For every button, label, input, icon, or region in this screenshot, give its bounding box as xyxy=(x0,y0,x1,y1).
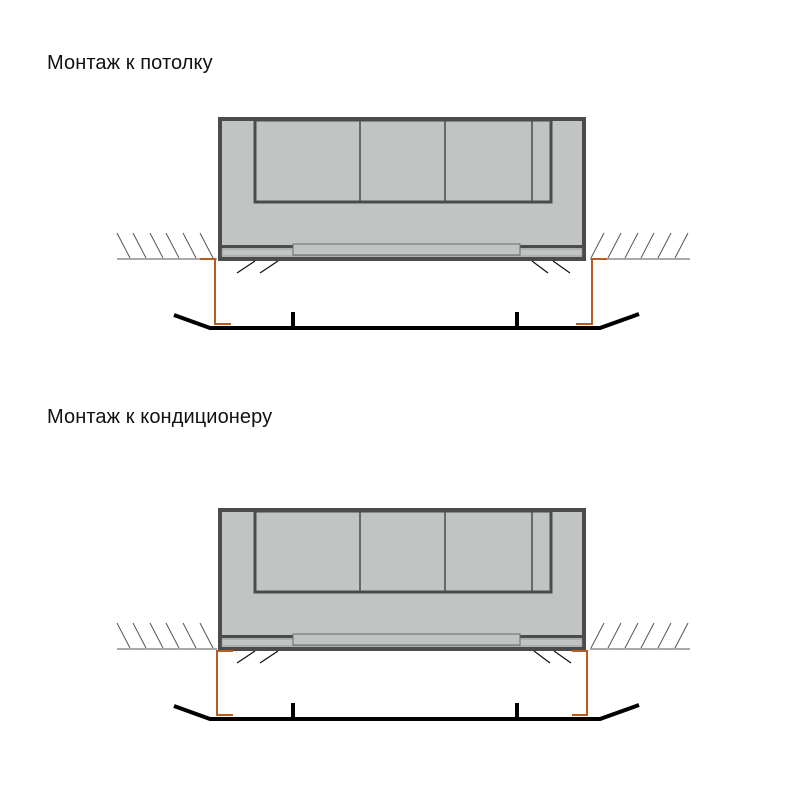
ceiling-hatch-left xyxy=(116,622,217,650)
airflow-marks xyxy=(236,260,571,274)
diagram-unit-mount xyxy=(0,490,800,750)
decorative-panel xyxy=(173,312,640,330)
title-unit-mount: Монтаж к кондиционеру xyxy=(47,406,273,428)
ceiling-mount-drawing xyxy=(116,117,690,330)
air-conditioner-unit xyxy=(218,508,586,651)
decorative-panel xyxy=(173,703,640,721)
mount-bracket-left xyxy=(216,650,233,716)
air-conditioner-unit xyxy=(218,117,586,261)
title-ceiling-mount: Монтаж к потолку xyxy=(47,52,213,74)
ceiling-hatch-right xyxy=(590,622,690,650)
diagram-ceiling-mount xyxy=(0,100,800,360)
mount-bracket-right xyxy=(576,258,607,325)
airflow-marks xyxy=(236,650,572,664)
ceiling-hatch-left xyxy=(116,232,217,260)
unit-mount-drawing xyxy=(116,508,690,721)
ceiling-hatch-right xyxy=(590,232,690,260)
mount-bracket-right xyxy=(572,650,588,716)
mount-bracket-left xyxy=(200,258,231,325)
